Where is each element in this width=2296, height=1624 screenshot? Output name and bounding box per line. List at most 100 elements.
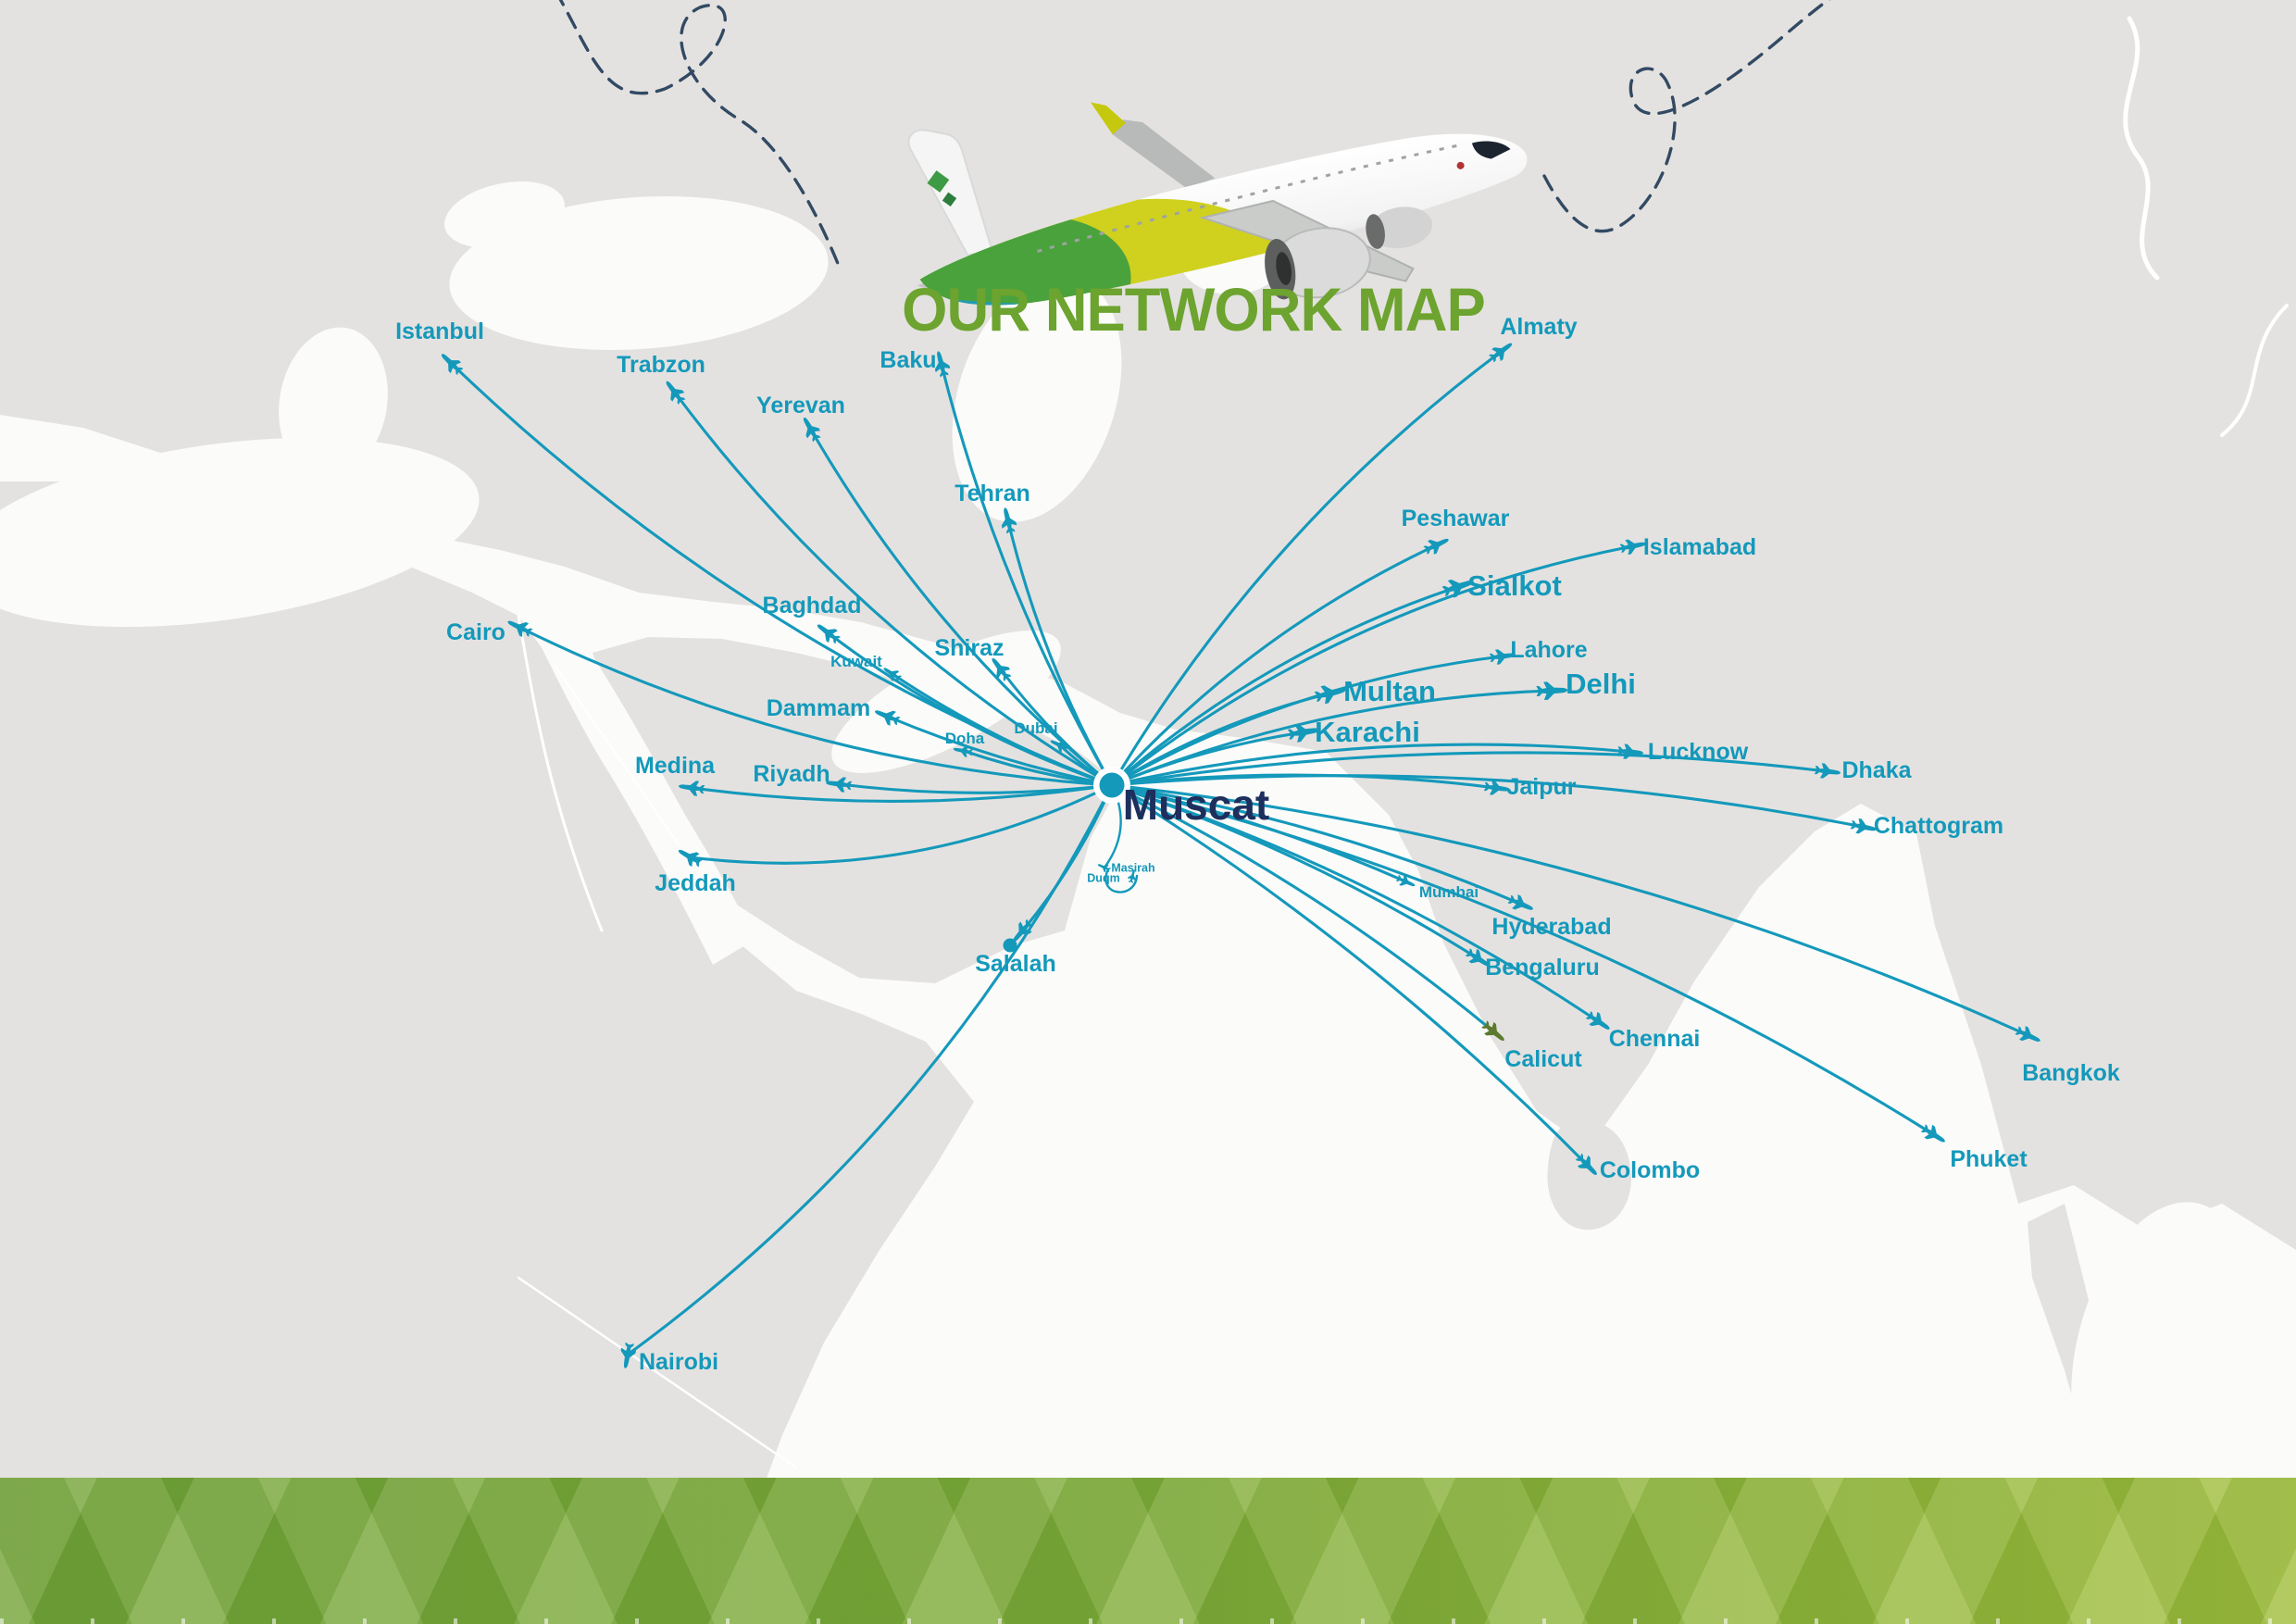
route-colombo	[1110, 783, 1589, 1167]
city-label-peshawar: Peshawar	[1402, 506, 1510, 531]
hub-label: Muscat	[1123, 781, 1269, 829]
plane-icon-yerevan	[803, 417, 821, 443]
city-label-phuket: Phuket	[1950, 1146, 2028, 1172]
route-lucknow	[1110, 743, 1631, 787]
plane-icon-almaty	[1488, 343, 1513, 363]
plane-icon-cairo	[507, 620, 533, 637]
airplane-cockpit	[1471, 141, 1511, 159]
city-label-bangkok: Bangkok	[2022, 1060, 2120, 1086]
city-label-almaty: Almaty	[1500, 314, 1577, 340]
plane-icon-sialkot	[1441, 579, 1474, 598]
footer-tick-marks	[0, 1618, 2296, 1624]
plane-icon-jeddah	[678, 849, 704, 868]
city-label-lahore: Lahore	[1510, 637, 1587, 663]
plane-icon-baghdad	[817, 624, 841, 644]
route-peshawar	[1110, 543, 1438, 787]
city-label-trabzon: Trabzon	[617, 352, 705, 378]
city-label-bengaluru: Bengaluru	[1485, 955, 1600, 981]
plane-icon-chattogram	[1850, 818, 1877, 834]
plane-icon-dhaka	[1814, 763, 1841, 779]
plane-icon-duqm	[1128, 869, 1136, 884]
plane-icon-doha	[953, 745, 974, 757]
plane-icon-istanbul	[441, 354, 464, 376]
page-title: OUR NETWORK MAP	[902, 275, 1486, 344]
plane-icon-nairobi	[620, 1342, 637, 1368]
plane-icon-riyadh	[825, 777, 853, 793]
plane-icon-peshawar	[1423, 538, 1449, 555]
city-label-sialkot: Sialkot	[1467, 569, 1562, 602]
city-label-lucknow: Lucknow	[1648, 739, 1749, 765]
plane-icon-salalah	[1013, 918, 1034, 942]
route-tehran	[1006, 519, 1114, 787]
plane-icon-delhi	[1536, 681, 1568, 701]
route-almaty	[1110, 350, 1503, 787]
plane-icon-shiraz	[992, 657, 1012, 681]
hub-layer	[1003, 767, 1130, 953]
airplane-oman-crest	[1456, 161, 1465, 169]
plane-icon-lucknow	[1616, 743, 1644, 759]
city-label-istanbul: Istanbul	[395, 319, 484, 344]
route-karachi	[1110, 731, 1304, 787]
plane-icon-mumbai	[1395, 874, 1416, 887]
plane-icon-phuket	[1920, 1124, 1945, 1143]
hub-dot-muscat	[1099, 772, 1125, 798]
plane-icon-kuwait	[883, 668, 903, 682]
plane-icon-lahore	[1489, 649, 1516, 665]
city-label-doha: Doha	[945, 730, 985, 747]
city-label-jaipur: Jaipur	[1506, 774, 1576, 800]
city-label-salalah: Salalah	[975, 951, 1056, 977]
plane-icon-karachi	[1287, 723, 1320, 743]
city-label-islamabad: Islamabad	[1643, 534, 1756, 560]
plane-icon-multan	[1314, 685, 1346, 705]
city-label-delhi: Delhi	[1566, 668, 1636, 700]
city-label-riyadh: Riyadh	[753, 761, 830, 787]
city-label-baku: Baku	[880, 347, 936, 373]
persian-gulf	[831, 631, 1061, 773]
gulf-of-thailand	[2071, 1202, 2252, 1502]
city-label-colombo: Colombo	[1600, 1157, 1700, 1183]
city-label-yerevan: Yerevan	[756, 393, 845, 418]
route-chattogram	[1110, 774, 1865, 829]
route-shiraz	[999, 668, 1114, 787]
route-cairo	[518, 626, 1114, 787]
red-sea	[524, 600, 755, 965]
route-duqm-loop	[1104, 869, 1139, 893]
city-label-chennai: Chennai	[1609, 1026, 1701, 1052]
routes-layer	[450, 350, 2029, 1356]
route-trabzon	[673, 391, 1114, 787]
plane-icon-hyderabad	[1507, 894, 1533, 910]
city-label-kuwait: Kuwait	[830, 653, 882, 670]
footer-pattern-band	[0, 1478, 2296, 1624]
city-label-hyderabad: Hyderabad	[1491, 914, 1611, 940]
city-label-duqm: Duqm	[1087, 871, 1119, 884]
city-label-medina: Medina	[635, 753, 716, 779]
border-line	[2123, 16, 2160, 281]
plane-icon-dammam	[874, 710, 901, 726]
route-kuwait	[891, 672, 1114, 787]
city-label-tehran: Tehran	[955, 481, 1030, 506]
route-dammam	[886, 715, 1114, 787]
city-label-shiraz: Shiraz	[934, 635, 1004, 661]
aegean-sea	[279, 327, 388, 479]
plane-icon-trabzon	[666, 381, 686, 406]
city-label-masirah: Masirah	[1111, 861, 1154, 874]
airplane-winglet	[1090, 102, 1126, 135]
dashed-trail	[1542, 0, 1831, 233]
airplane-tail-fin	[907, 129, 994, 256]
route-phuket	[1110, 783, 1935, 1136]
city-label-cairo: Cairo	[446, 619, 505, 645]
dashed-trail	[558, 0, 842, 272]
route-islamabad	[1110, 544, 1634, 787]
route-riyadh	[838, 782, 1114, 794]
city-label-karachi: Karachi	[1315, 716, 1420, 748]
route-dhaka	[1110, 751, 1828, 787]
border-line	[555, 666, 680, 845]
map-border-lines	[517, 16, 2289, 1469]
plane-icon-chennai	[1585, 1011, 1610, 1030]
city-label-nairobi: Nairobi	[639, 1349, 718, 1375]
plane-icon-masirah	[1097, 864, 1112, 873]
dashed-flightpath-doodles	[558, 0, 1831, 272]
